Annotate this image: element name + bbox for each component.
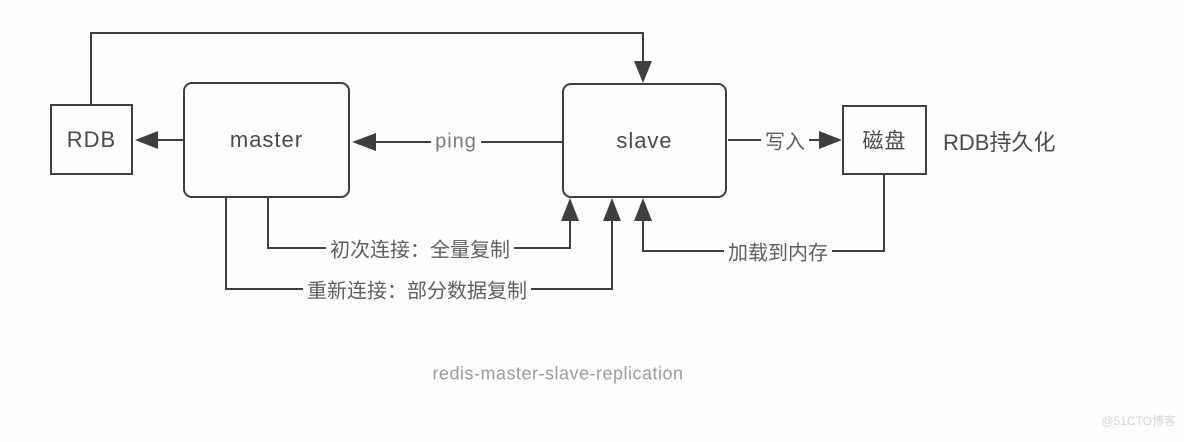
node-master: master [183,82,350,198]
diagram-caption: redis-master-slave-replication [432,363,684,384]
node-rdb-label: RDB [66,126,117,152]
arrowhead-up-slave-3 [634,198,652,221]
node-master-label: master [229,127,304,152]
node-slave-label: slave [616,127,673,153]
arrowhead-right-disk [819,131,842,149]
node-rdb: RDB [50,104,133,175]
edge-label-first-connection: 初次连接：全量复制 [326,233,514,263]
node-disk: 磁盘 [842,105,927,175]
node-disk-label: 磁盘 [862,130,907,153]
arrowhead-up-slave-2 [603,198,621,221]
edge-label-reconnection: 重新连接：部分数据复制 [303,274,531,304]
node-slave: slave [562,83,727,198]
arrowhead-down-slave-top [634,61,652,83]
arrowhead-left-rdb [135,131,158,149]
connector-rdb-to-slave [90,32,644,104]
arrowhead-left-master [352,133,376,151]
edge-label-write: 写入 [761,125,809,155]
edge-label-load-to-memory: 加载到内存 [724,236,832,266]
annotation-rdb-persistence: RDB持久化 [943,130,1056,155]
edge-label-ping: ping [431,130,481,154]
watermark-51cto: @51CTO博客 [1101,414,1176,428]
arrowhead-up-slave-1 [561,198,579,221]
